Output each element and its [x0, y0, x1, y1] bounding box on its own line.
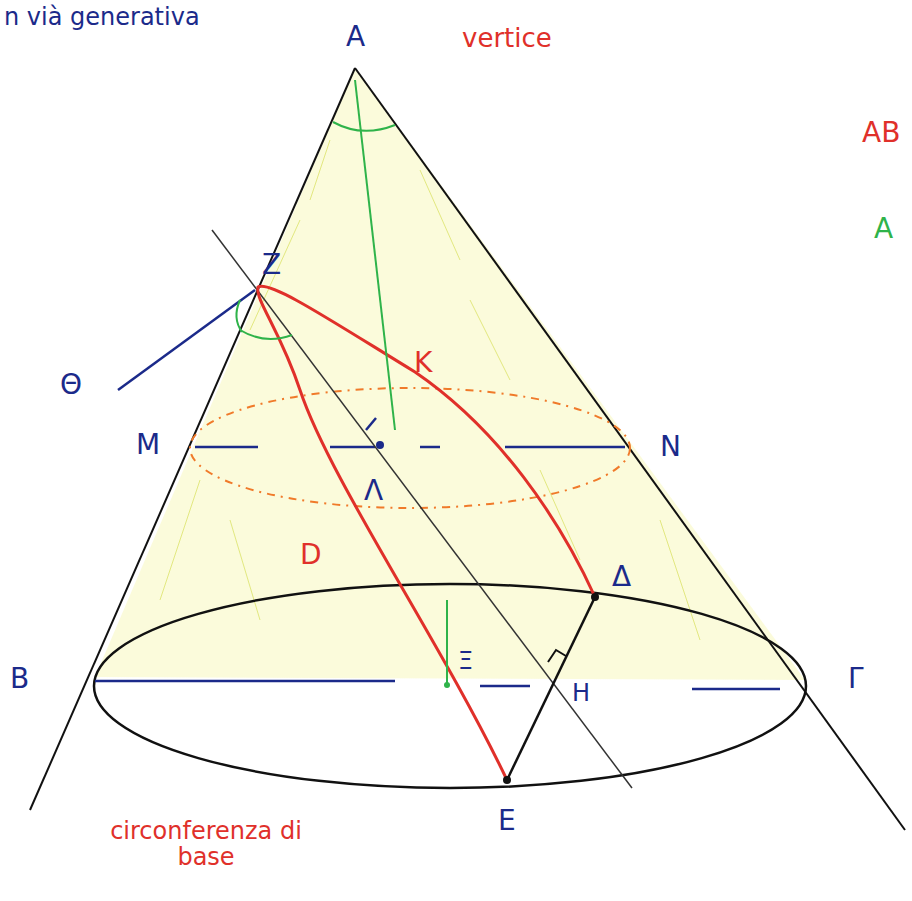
chord-DE	[507, 597, 595, 780]
base-circle	[94, 584, 806, 788]
point-label: Ξ	[458, 648, 473, 674]
point-dot	[591, 593, 599, 601]
point-label: D	[300, 540, 322, 571]
angles-axis	[236, 80, 447, 684]
point-dot	[503, 776, 511, 784]
point-label: Λ	[364, 476, 383, 507]
point-dot	[444, 682, 450, 688]
point-label: H	[572, 680, 590, 706]
point-label: vertice	[462, 24, 552, 53]
point-label: M	[136, 430, 160, 461]
point-label: n vià generativa	[4, 4, 200, 30]
point-label: AB	[862, 118, 900, 149]
point-label: E	[498, 806, 516, 837]
point-label: N	[660, 432, 681, 463]
point-label: A	[346, 22, 365, 53]
point-label: A	[874, 214, 893, 245]
point-label: Δ	[612, 562, 631, 593]
point-dot	[376, 441, 384, 449]
point-label: Θ	[60, 370, 82, 401]
diameters	[95, 290, 780, 689]
point-label: Γ	[848, 664, 864, 695]
point-label: Z	[262, 250, 281, 281]
right-angle	[548, 650, 566, 662]
cone-shading	[95, 68, 805, 680]
parabola-axis	[212, 230, 632, 788]
hatching	[160, 140, 700, 640]
point-label: K	[414, 348, 432, 379]
section-circle	[190, 388, 630, 508]
point-label: B	[10, 664, 29, 695]
parabola	[258, 286, 595, 780]
point-label: circonferenza di base	[96, 818, 316, 871]
